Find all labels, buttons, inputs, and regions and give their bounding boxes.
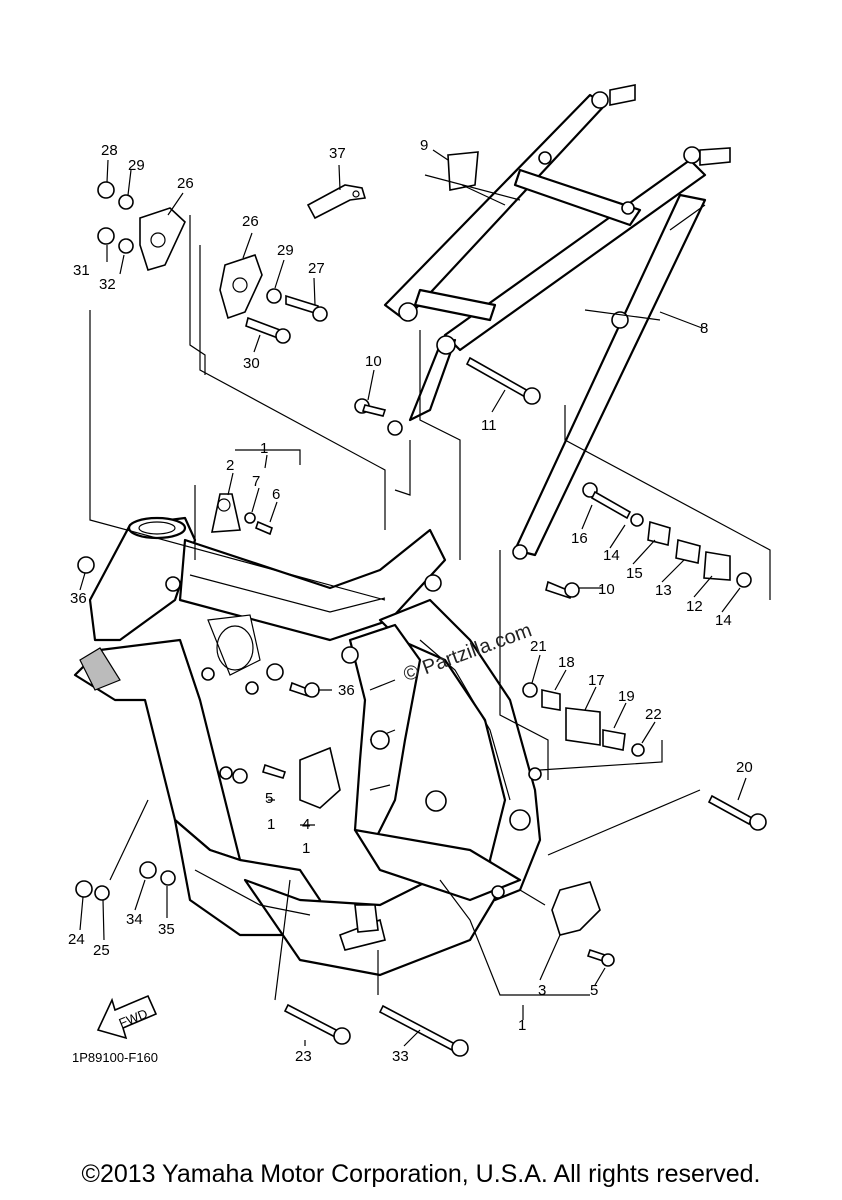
callout-10: 10 (365, 353, 382, 370)
callout-22: 22 (645, 706, 662, 723)
callout-14: 14 (603, 547, 620, 564)
part-26-bracket-lower (219, 253, 263, 320)
callout-1: 1 (267, 816, 275, 833)
callout-27: 27 (308, 260, 325, 277)
callout-2: 2 (226, 457, 234, 474)
callout-30: 30 (243, 355, 260, 372)
callout-19: 19 (618, 688, 635, 705)
callout-16: 16 (571, 530, 588, 547)
callout-20: 20 (736, 759, 753, 776)
callout-24: 24 (68, 931, 85, 948)
fwd-arrow: FWD (96, 994, 158, 1040)
callout-10: 10 (598, 581, 615, 598)
callout-25: 25 (93, 942, 110, 959)
callout-32: 32 (99, 276, 116, 293)
fasteners (75, 181, 767, 1057)
copyright-notice: ©2013 Yamaha Motor Corporation, U.S.A. A… (81, 1160, 761, 1188)
rear-subframe (383, 84, 731, 560)
callout-4: 4 (302, 816, 310, 833)
callout-33: 33 (392, 1048, 409, 1065)
leader-lines (79, 149, 747, 1047)
part-9-pad (447, 151, 479, 191)
callout-28: 28 (101, 142, 118, 159)
callout-37: 37 (329, 145, 346, 162)
callout-11: 11 (481, 417, 497, 434)
callout-34: 34 (126, 911, 143, 928)
callout-26: 26 (242, 213, 259, 230)
callout-1: 1 (260, 440, 268, 457)
reference-code: 1P89100-F160 (72, 1050, 158, 1065)
callout-18: 18 (558, 654, 575, 671)
callout-31: 31 (73, 262, 90, 279)
callout-8: 8 (700, 320, 708, 337)
part-37-stay (306, 184, 367, 220)
callout-9: 9 (420, 137, 428, 154)
callout-26: 26 (177, 175, 194, 192)
callout-15: 15 (626, 565, 643, 582)
callout-5: 5 (590, 982, 598, 999)
callout-36: 36 (70, 590, 87, 607)
callout-labels: 28 29 26 31 32 26 29 27 30 37 9 8 10 11 … (68, 137, 753, 1065)
part-26-bracket-upper (139, 207, 186, 271)
reference-lines (89, 174, 771, 1001)
callout-1: 1 (302, 840, 310, 857)
callout-14: 14 (715, 612, 732, 629)
callout-21: 21 (530, 638, 547, 655)
callout-1: 1 (518, 1017, 526, 1034)
callout-23: 23 (295, 1048, 312, 1065)
main-frame (73, 516, 542, 977)
callout-17: 17 (588, 672, 605, 689)
callout-3: 3 (538, 982, 546, 999)
callout-35: 35 (158, 921, 175, 938)
callout-12: 12 (686, 598, 703, 615)
callout-29: 29 (277, 242, 294, 259)
callout-7: 7 (252, 473, 260, 490)
callout-6: 6 (272, 486, 280, 503)
callout-29: 29 (128, 157, 145, 174)
callout-5: 5 (265, 790, 273, 807)
callout-36: 36 (338, 682, 355, 699)
callout-13: 13 (655, 582, 672, 599)
